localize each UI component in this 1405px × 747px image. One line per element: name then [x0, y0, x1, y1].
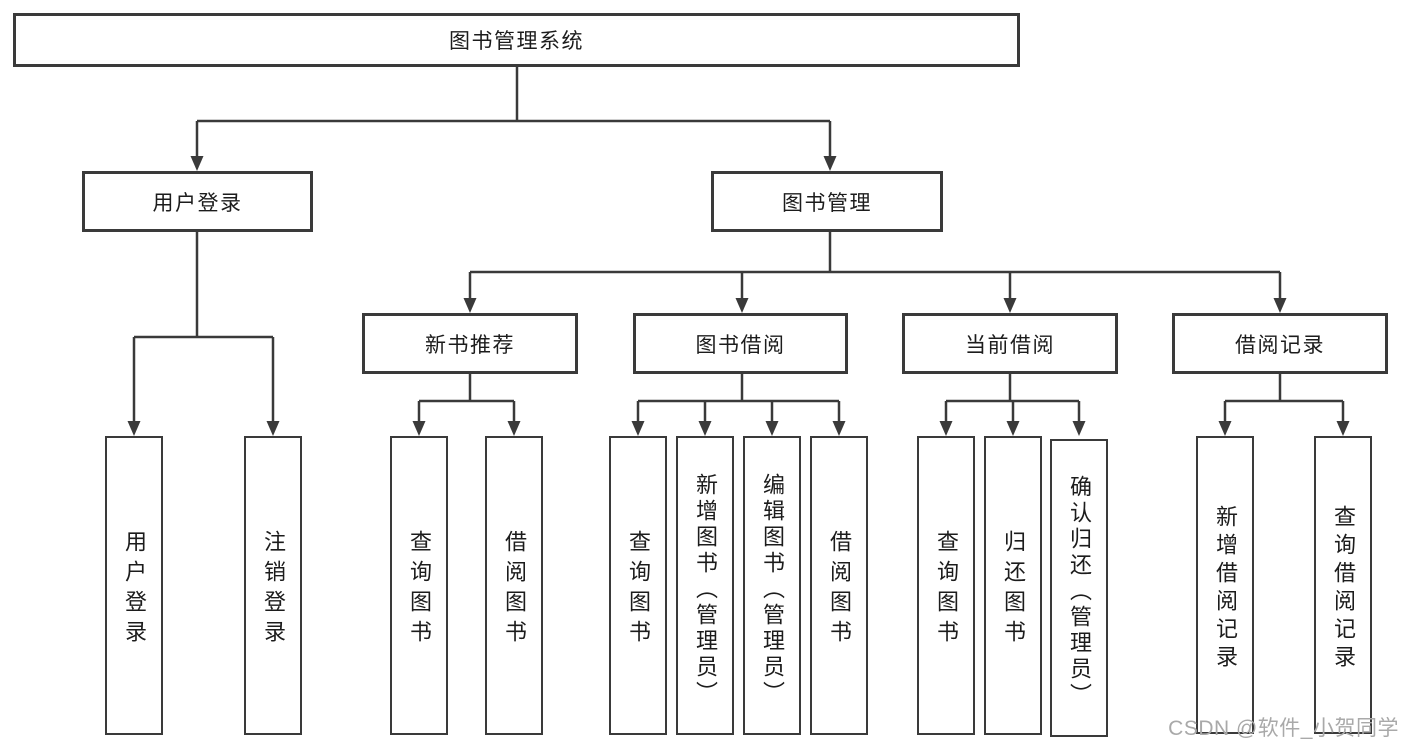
leaf-borrow-books-recommend: 借阅图书: [485, 436, 543, 735]
arrowhead: [1336, 421, 1350, 436]
leaf-confirm-return-admin: 确认归还（管理员）: [1050, 439, 1108, 737]
leaf-search-borrow-record: 查询借阅记录: [1314, 436, 1372, 734]
leaf-search-books-borrowing: 查询图书: [609, 436, 667, 735]
arrowhead: [190, 156, 204, 171]
leaf-label: 借阅图书: [502, 529, 527, 650]
connector-bookmgmt-to-level3: [468, 232, 1282, 299]
leaf-logout: 注销登录: [244, 436, 302, 735]
leaf-label: 新增借阅记录: [1213, 505, 1238, 673]
connector-userlogin-to-leaves: [132, 232, 275, 422]
leaf-label: 查询图书: [626, 529, 651, 650]
leaf-label: 归还图书: [1001, 529, 1026, 650]
arrowhead: [1218, 421, 1232, 436]
arrowhead: [412, 421, 426, 436]
leaf-search-books-recommend: 查询图书: [390, 436, 448, 735]
arrowhead: [463, 298, 477, 313]
leaf-search-books-current: 查询图书: [917, 436, 975, 735]
leaf-label: 编辑图书（管理员）: [760, 472, 785, 707]
arrowheads: [127, 156, 1350, 436]
connector-borrowing-to-leaves: [636, 374, 841, 422]
arrowhead: [765, 421, 779, 436]
connector-lines: [132, 67, 1345, 422]
connector-root-to-level2: [195, 67, 832, 158]
node-borrowing-records: 借阅记录: [1172, 313, 1388, 374]
arrowhead: [1006, 421, 1020, 436]
leaf-label: 查询图书: [934, 529, 959, 650]
arrowhead: [1003, 298, 1017, 313]
connector-records-to-leaves: [1223, 374, 1345, 422]
leaf-label: 新增图书（管理员）: [693, 472, 718, 707]
leaf-user-login: 用户登录: [105, 436, 163, 735]
arrowhead: [823, 156, 837, 171]
connector-current-to-leaves: [944, 374, 1081, 422]
leaf-label: 注销登录: [261, 529, 286, 650]
leaf-edit-book-admin: 编辑图书（管理员）: [743, 436, 801, 735]
connector-recommend-to-leaves: [417, 374, 516, 422]
node-user-login-module: 用户登录: [82, 171, 313, 232]
node-new-book-recommendation: 新书推荐: [362, 313, 578, 374]
node-current-borrowing: 当前借阅: [902, 313, 1118, 374]
arrowhead: [1273, 298, 1287, 313]
node-root-library-management-system: 图书管理系统: [13, 13, 1020, 67]
node-book-borrowing: 图书借阅: [633, 313, 848, 374]
arrowhead: [735, 298, 749, 313]
leaf-add-book-admin: 新增图书（管理员）: [676, 436, 734, 735]
arrowhead: [832, 421, 846, 436]
leaf-label: 用户登录: [122, 529, 147, 650]
arrowhead: [698, 421, 712, 436]
leaf-label: 确认归还（管理员）: [1067, 475, 1092, 709]
arrowhead: [1072, 421, 1086, 436]
arrowhead: [266, 421, 280, 436]
leaf-add-borrow-record: 新增借阅记录: [1196, 436, 1254, 734]
arrowhead: [939, 421, 953, 436]
leaf-label: 借阅图书: [827, 529, 852, 650]
arrowhead: [127, 421, 141, 436]
leaf-borrow-books-borrowing: 借阅图书: [810, 436, 868, 735]
leaf-label: 查询图书: [407, 529, 432, 650]
arrowhead: [631, 421, 645, 436]
csdn-watermark: CSDN @软件_小贺同学: [1168, 717, 1399, 740]
leaf-label: 查询借阅记录: [1331, 505, 1356, 673]
leaf-return-books: 归还图书: [984, 436, 1042, 735]
node-book-management-module: 图书管理: [711, 171, 943, 232]
arrowhead: [507, 421, 521, 436]
